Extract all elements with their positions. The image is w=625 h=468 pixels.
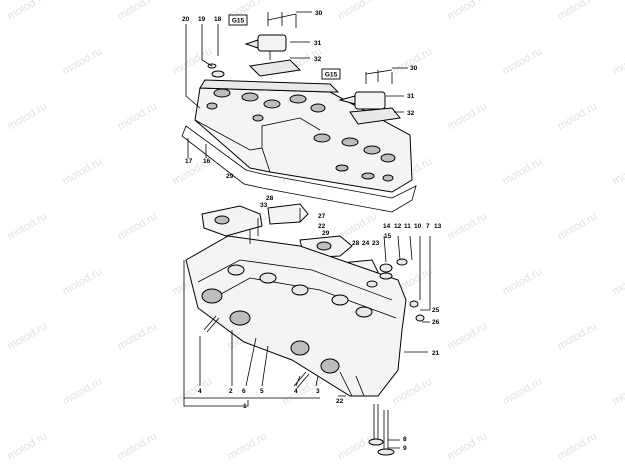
watermark-text: motod.ru bbox=[391, 45, 435, 77]
callout-18: 18 bbox=[214, 16, 222, 23]
watermark-text: motod.ru bbox=[611, 155, 625, 187]
callout-23: 23 bbox=[372, 240, 380, 247]
watermark-text: motod.ru bbox=[446, 0, 490, 23]
bolts-top bbox=[207, 12, 393, 84]
watermark-text: motod.ru bbox=[6, 320, 50, 352]
ref-box-g15-top bbox=[228, 14, 248, 26]
callout-16: 16 bbox=[203, 158, 211, 165]
callout-13: 13 bbox=[434, 223, 442, 230]
watermark-text: motod.ru bbox=[611, 375, 625, 407]
callout-20: 20 bbox=[182, 16, 190, 23]
callout-22: 22 bbox=[318, 223, 326, 230]
watermark-text: motod.ru bbox=[171, 375, 215, 407]
watermark-text: motod.ru bbox=[556, 100, 600, 132]
callout-9: 9 bbox=[403, 445, 407, 452]
watermark-text: motod.ru bbox=[556, 210, 600, 242]
callout-8: 8 bbox=[403, 436, 407, 443]
callout-11: 11 bbox=[404, 223, 411, 230]
watermark-text: motod.ru bbox=[116, 320, 160, 352]
ref-box-label: G15 bbox=[325, 72, 338, 79]
watermark-text: motod.ru bbox=[446, 210, 490, 242]
callout-12: 12 bbox=[394, 223, 402, 230]
callout-32: 32 bbox=[314, 56, 322, 63]
watermark-text: motod.ru bbox=[61, 45, 105, 77]
callout-7: 7 bbox=[426, 223, 430, 230]
pair-valve-right bbox=[338, 91, 401, 125]
callout-30: 30 bbox=[315, 10, 323, 17]
callout-3: 3 bbox=[316, 388, 320, 395]
watermark-text: motod.ru bbox=[6, 430, 50, 462]
studs bbox=[203, 208, 310, 389]
leader-lines bbox=[183, 11, 431, 449]
watermark-text: motod.ru bbox=[556, 0, 600, 23]
watermark-text: motod.ru bbox=[611, 265, 625, 297]
callout-28: 28 bbox=[352, 240, 360, 247]
watermark-text: motod.ru bbox=[501, 45, 545, 77]
watermark-text: motod.ru bbox=[611, 45, 625, 77]
callout-14: 14 bbox=[383, 223, 391, 230]
ref-box-g15-mid bbox=[321, 68, 341, 80]
cylinder-head bbox=[185, 235, 407, 397]
callout-15: 15 bbox=[384, 233, 392, 240]
watermark-text: motod.ru bbox=[226, 430, 270, 462]
watermark-text: motod.ru bbox=[446, 430, 490, 462]
callout-31: 31 bbox=[314, 40, 322, 47]
watermark-text: motod.ru bbox=[6, 0, 50, 23]
callout-5: 5 bbox=[260, 388, 264, 395]
watermark-text: motod.ru bbox=[556, 320, 600, 352]
watermark-text: motod.ru bbox=[501, 375, 545, 407]
callout-27: 27 bbox=[318, 213, 326, 220]
watermark-text: motod.ru bbox=[61, 155, 105, 187]
callout-4: 4 bbox=[198, 388, 202, 395]
watermark-text: motod.ru bbox=[391, 375, 435, 407]
cover-gasket bbox=[181, 125, 417, 213]
watermark-text: motod.ru bbox=[501, 155, 545, 187]
callout-26: 26 bbox=[432, 319, 440, 326]
callout-30: 30 bbox=[410, 65, 418, 72]
watermark-text: motod.ru bbox=[116, 210, 160, 242]
callout-31: 31 bbox=[407, 93, 415, 100]
callout-19: 19 bbox=[198, 16, 206, 23]
watermark-text: motod.ru bbox=[171, 45, 215, 77]
callout-17: 17 bbox=[185, 158, 193, 165]
callout-29: 29 bbox=[322, 230, 330, 237]
pair-valve-left bbox=[244, 34, 302, 77]
callout-24: 24 bbox=[362, 240, 370, 247]
callout-6: 6 bbox=[242, 388, 246, 395]
callout-22: 22 bbox=[336, 398, 344, 405]
watermark-text: motod.ru bbox=[116, 0, 160, 23]
callout-labels: 1 2 3 4 4 5 6 7 8 9 10 11 12 13 14 15 16… bbox=[182, 10, 442, 452]
watermark-text: motod.ru bbox=[61, 375, 105, 407]
callout-10: 10 bbox=[414, 223, 422, 230]
callout-1: 1 bbox=[243, 403, 247, 410]
callout-25: 25 bbox=[432, 307, 440, 314]
watermark-text: motod.ru bbox=[336, 0, 380, 23]
watermark-text: motod.ru bbox=[336, 430, 380, 462]
watermark-text: motod.ru bbox=[446, 100, 490, 132]
callout-21: 21 bbox=[432, 350, 440, 357]
watermark-text: motod.ru bbox=[6, 100, 50, 132]
watermark-text: motod.ru bbox=[61, 265, 105, 297]
callout-29: 29 bbox=[226, 173, 234, 180]
callout-32: 32 bbox=[407, 110, 415, 117]
watermark-text: motod.ru bbox=[501, 265, 545, 297]
watermark-text: motod.ru bbox=[116, 100, 160, 132]
valve-train bbox=[366, 258, 425, 456]
callout-2: 2 bbox=[229, 388, 233, 395]
watermark-text: motod.ru bbox=[116, 430, 160, 462]
callout-33: 33 bbox=[260, 202, 268, 209]
callout-4: 4 bbox=[294, 388, 298, 395]
watermark-text: motod.ru bbox=[556, 430, 600, 462]
callout-28: 28 bbox=[266, 195, 274, 202]
watermark-text: motod.ru bbox=[446, 320, 490, 352]
ref-box-group: G15 G15 bbox=[228, 14, 341, 80]
ref-box-label: G15 bbox=[232, 18, 245, 25]
watermark-text: motod.ru bbox=[6, 210, 50, 242]
